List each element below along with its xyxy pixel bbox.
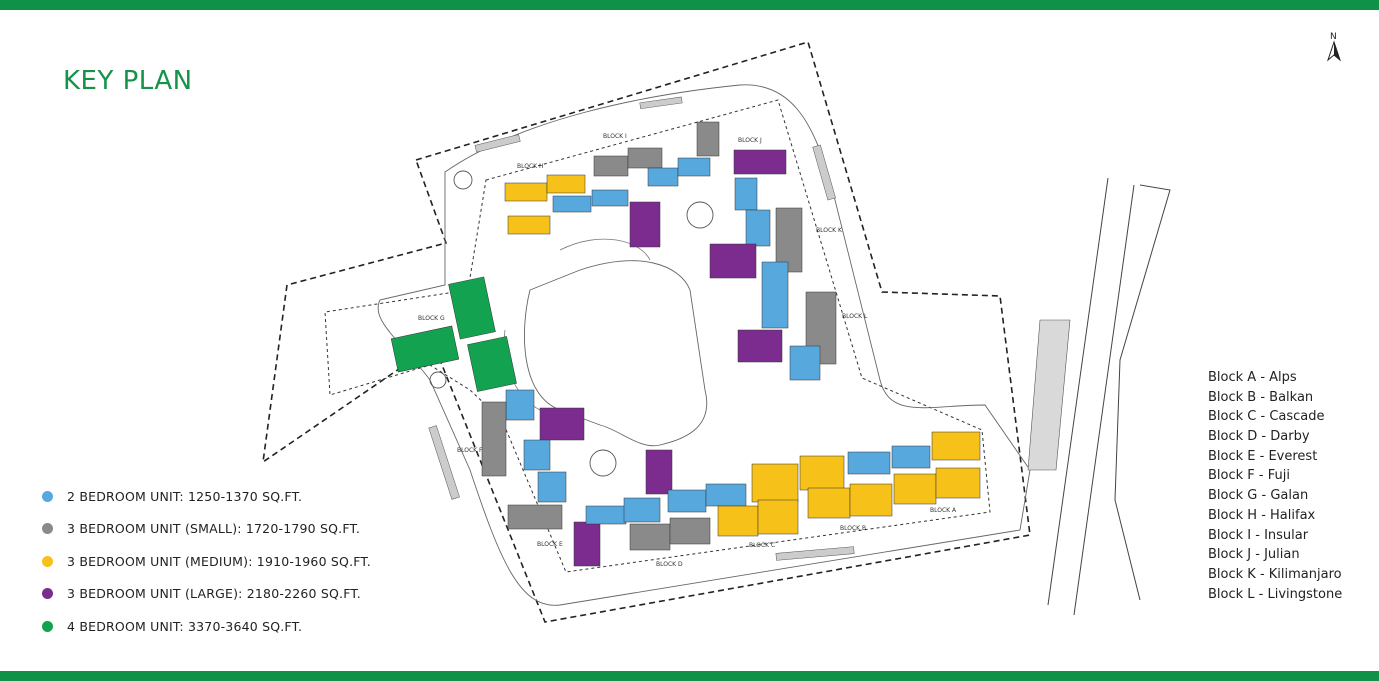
block-l-units: [737, 291, 837, 381]
legend-dot-blue: [42, 490, 53, 502]
block-e-units: [507, 504, 627, 567]
block-b-units: [807, 445, 931, 519]
legend-dot-green: [42, 620, 53, 632]
map-label-block-i: BLOCK I: [603, 133, 627, 140]
parking-strip: [474, 134, 521, 153]
legend-label: 4 BEDROOM UNIT: 3370-3640 SQ.FT.: [67, 618, 303, 634]
map-label-block-a: BLOCK A: [930, 507, 957, 514]
block-k-units: [709, 207, 803, 329]
block-list-item-j: Block J - Julian: [1208, 547, 1300, 563]
bottom-green-bar: [0, 671, 1379, 681]
roundabout-west: [429, 371, 447, 389]
map-label-block-l: BLOCK L: [842, 313, 868, 320]
block-h-units: [504, 174, 629, 235]
block-c-units: [717, 455, 845, 537]
map-label-block-g: BLOCK G: [418, 315, 445, 322]
map-label-block-h: BLOCK H: [517, 163, 544, 170]
legend-item-2-bedroom: 2 BEDROOM UNIT: 1250-1370 SQ.FT.: [42, 480, 371, 513]
parking-strip: [639, 96, 683, 110]
legend-label: 3 BEDROOM UNIT (SMALL): 1720-1790 SQ.FT.: [67, 521, 361, 537]
legend-dot-purple: [42, 588, 53, 600]
block-list-item-k: Block K - Kilimanjaro: [1208, 566, 1342, 582]
legend-dot-yellow: [42, 555, 53, 567]
central-courtyard: [524, 260, 708, 447]
north-arrow-icon: N: [1326, 32, 1342, 62]
legend-label: 3 BEDROOM UNIT (MEDIUM): 1910-1960 SQ.FT…: [67, 553, 371, 569]
roundabout-south: [589, 449, 617, 477]
block-list-item-b: Block B - Balkan: [1208, 389, 1314, 405]
unit-type-legend: 2 BEDROOM UNIT: 1250-1370 SQ.FT. 3 BEDRO…: [42, 480, 371, 643]
block-list-item-c: Block C - Cascade: [1208, 409, 1325, 425]
external-road: [1047, 177, 1171, 616]
block-names-list: Block A - Alps Block B - Balkan Block C …: [1208, 368, 1342, 604]
block-list-item-a: Block A - Alps: [1208, 370, 1297, 385]
legend-item-3-bedroom-small: 3 BEDROOM UNIT (SMALL): 1720-1790 SQ.FT.: [42, 513, 371, 546]
parking-strip: [428, 425, 460, 500]
block-list-item-f: Block F - Fuji: [1208, 468, 1290, 484]
hatched-ramp: [1027, 319, 1071, 471]
map-label-block-c: BLOCK C: [749, 542, 775, 549]
block-j-units: [733, 149, 787, 247]
parking-strip: [775, 546, 855, 561]
parking-strip: [812, 144, 836, 201]
legend-item-3-bedroom-large: 3 BEDROOM UNIT (LARGE): 2180-2260 SQ.FT.: [42, 578, 371, 611]
block-d-units: [623, 449, 747, 551]
legend-label: 3 BEDROOM UNIT (LARGE): 2180-2260 SQ.FT.: [67, 586, 361, 602]
block-g-units: [390, 276, 517, 392]
block-list-item-l: Block L - Livingstone: [1208, 586, 1343, 602]
block-f-units: [481, 389, 585, 503]
site-boundary: [261, 41, 1031, 623]
roundabout-north: [686, 201, 714, 229]
legend-label: 2 BEDROOM UNIT: 1250-1370 SQ.FT.: [67, 488, 303, 504]
map-label-block-e: BLOCK E: [537, 541, 563, 548]
legend-item-3-bedroom-medium: 3 BEDROOM UNIT (MEDIUM): 1910-1960 SQ.FT…: [42, 545, 371, 578]
map-label-block-d: BLOCK D: [656, 561, 683, 568]
legend-dot-gray: [42, 523, 53, 535]
page-title: KEY PLAN: [63, 66, 193, 96]
legend-item-4-bedroom: 4 BEDROOM UNIT: 3370-3640 SQ.FT.: [42, 610, 371, 643]
map-label-block-b: BLOCK B: [840, 525, 866, 532]
top-green-bar: [0, 0, 1379, 10]
map-label-block-j: BLOCK J: [738, 137, 762, 144]
roundabout-nw: [453, 170, 473, 190]
block-list-item-h: Block H - Halifax: [1208, 507, 1316, 523]
block-i-units: [593, 121, 720, 248]
block-list-item-d: Block D - Darby: [1208, 429, 1310, 445]
map-label-block-k: BLOCK K: [816, 227, 843, 234]
svg-text:N: N: [1330, 32, 1337, 42]
block-a-units: [893, 431, 981, 505]
block-list-item-g: Block G - Galan: [1208, 488, 1309, 504]
inner-path: [503, 238, 651, 411]
block-list-item-i: Block I - Insular: [1208, 527, 1309, 543]
block-list-item-e: Block E - Everest: [1208, 448, 1318, 464]
map-label-block-f: BLOCK F: [457, 447, 483, 454]
